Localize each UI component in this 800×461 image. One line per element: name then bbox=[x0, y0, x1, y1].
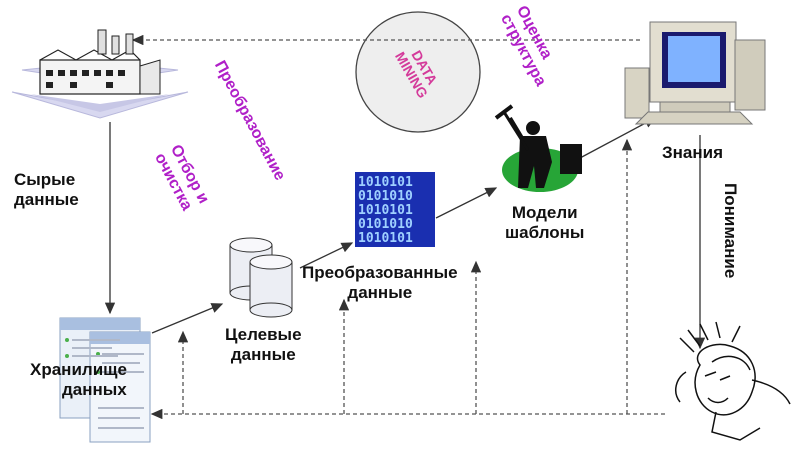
arrow-target-to-transformed bbox=[299, 242, 354, 269]
svg-text:0101010: 0101010 bbox=[358, 217, 413, 232]
label-raw-data-line1: Сырые bbox=[14, 170, 76, 189]
svg-text:0101010: 0101010 bbox=[358, 189, 413, 204]
label-raw-data-line2: данные bbox=[14, 190, 79, 210]
label-raw-data: Сырые данные bbox=[14, 170, 79, 211]
label-warehouse-line2: данных bbox=[62, 380, 127, 400]
computer-monitor-icon bbox=[624, 21, 766, 125]
label-target-data-line2: данные bbox=[230, 345, 296, 365]
svg-text:1010101: 1010101 bbox=[358, 203, 413, 218]
label-understanding: Понимание bbox=[721, 183, 740, 279]
arrow-warehouse-to-target bbox=[151, 303, 224, 334]
binary-data-icon: 1010101 0101010 1010101 0101010 1010101 bbox=[355, 172, 435, 247]
label-warehouse: Хранилище данных bbox=[30, 360, 127, 401]
label-target-data-line1: Целевые bbox=[225, 325, 302, 344]
label-models-line1: Модели bbox=[511, 203, 578, 222]
label-models-line2: шаблоны bbox=[505, 223, 585, 243]
label-transformed-data-line2: данные bbox=[347, 283, 413, 303]
label-transformed-data: Преобразованные данные bbox=[302, 263, 458, 304]
miner-with-pickaxe-icon bbox=[494, 104, 582, 192]
database-cylinders-icon bbox=[229, 237, 293, 318]
thinking-person-icon bbox=[674, 321, 791, 441]
label-warehouse-line1: Хранилище bbox=[30, 360, 127, 379]
data-mining-oval bbox=[355, 11, 481, 133]
arrow-models-to-knowledge bbox=[579, 117, 657, 159]
arrow-transformed-to-models bbox=[435, 187, 498, 219]
svg-text:1010101: 1010101 bbox=[358, 175, 413, 190]
warehouse-documents-icon bbox=[59, 317, 151, 443]
label-models: Модели шаблоны bbox=[505, 203, 584, 244]
factory-icon bbox=[11, 29, 189, 119]
label-target-data: Целевые данные bbox=[225, 325, 302, 366]
label-transformed-data-line1: Преобразованные bbox=[302, 263, 458, 282]
svg-text:1010101: 1010101 bbox=[358, 231, 413, 246]
label-knowledge: Знания bbox=[662, 143, 724, 162]
